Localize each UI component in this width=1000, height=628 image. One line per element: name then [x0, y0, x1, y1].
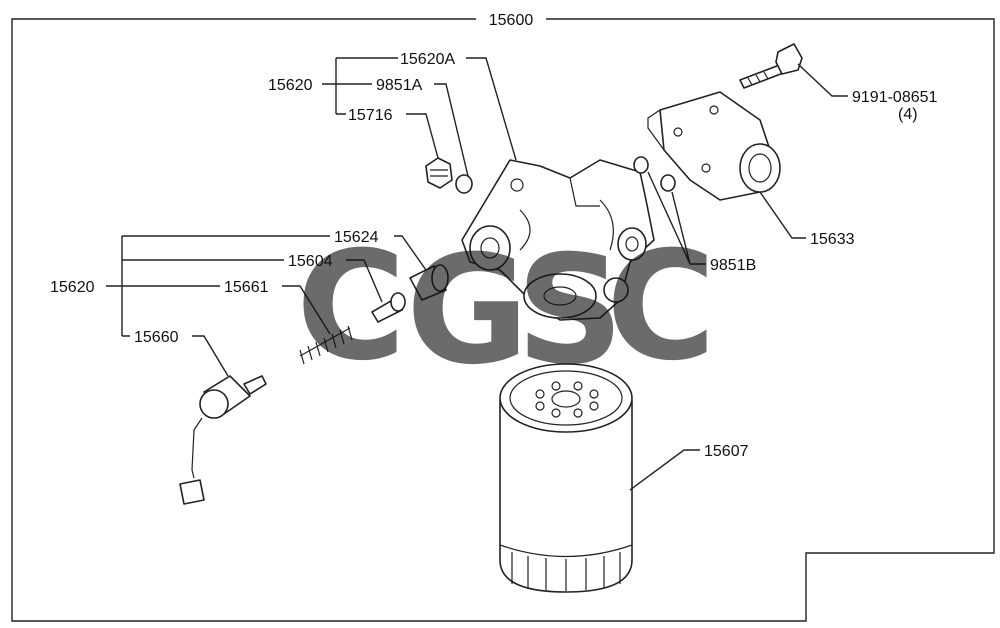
label-spring: 15661: [224, 279, 269, 296]
gasket-a: [455, 174, 473, 194]
watermark-letter-s: S: [516, 224, 624, 398]
bolt: [739, 43, 803, 89]
oil-filter: [499, 363, 633, 593]
label-gasket-a: 9851A: [376, 77, 423, 94]
label-switch: 15660: [134, 329, 179, 346]
label-seat: 15624: [334, 229, 379, 246]
label-bolt-qty: (4): [898, 106, 918, 123]
watermark-letter-c1: C: [296, 220, 406, 394]
label-valve-kit: 15620: [50, 279, 95, 296]
diagram-border: [11, 18, 995, 622]
label-plug: 15716: [348, 107, 393, 124]
label-valve: 15604: [288, 253, 333, 270]
label-filter: 15607: [704, 443, 749, 460]
label-flange: 15633: [810, 231, 855, 248]
label-head-kit: 15620: [268, 77, 313, 94]
gasket-b-lower: [660, 174, 676, 192]
leader-lines: [106, 57, 848, 491]
watermark-letter-c2: C: [606, 220, 716, 394]
watermark: C G S C: [296, 220, 716, 398]
watermark-letter-g: G: [406, 224, 529, 398]
label-bolt: 9191-08651: [852, 89, 938, 106]
label-gasket-b: 9851B: [710, 257, 756, 274]
bypass-valve: [371, 292, 406, 323]
pressure-switch: [179, 375, 267, 505]
label-bracket: 15620A: [400, 51, 455, 68]
filter-head: [461, 159, 655, 321]
label-assembly: 15600: [489, 12, 534, 29]
spring: [299, 325, 353, 365]
drain-plug: [425, 157, 453, 189]
gasket-b-upper: [633, 156, 649, 174]
